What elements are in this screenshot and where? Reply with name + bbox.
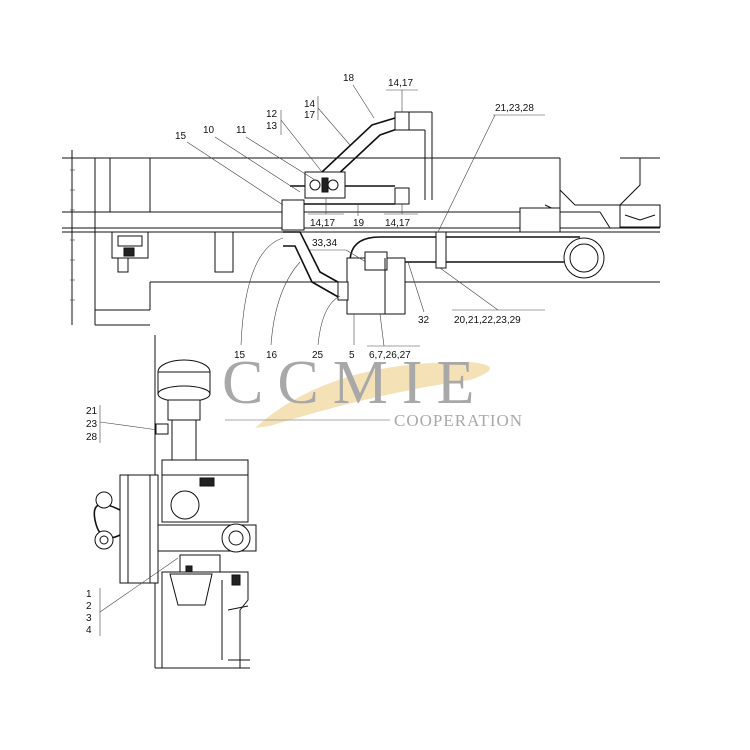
callout-6-7-26-27: 6,7,26,27 bbox=[369, 350, 411, 361]
callout-15-bottom: 15 bbox=[234, 350, 246, 361]
callout-13: 13 bbox=[266, 121, 278, 132]
callout-14-17-mid1: 14,17 bbox=[310, 218, 335, 229]
watermark-swoosh bbox=[255, 361, 490, 428]
callout-25: 25 bbox=[312, 350, 324, 361]
callout-21: 21 bbox=[86, 406, 98, 417]
callout-12: 12 bbox=[266, 109, 278, 120]
intake-piping bbox=[281, 111, 605, 315]
callout-5: 5 bbox=[349, 350, 355, 361]
callout-3: 3 bbox=[86, 613, 92, 624]
callout-20-21-22-23-29: 20,21,22,23,29 bbox=[454, 315, 521, 326]
callout-1: 1 bbox=[86, 589, 92, 600]
callout-17: 17 bbox=[304, 110, 316, 121]
callout-14-17-top: 14,17 bbox=[388, 78, 413, 89]
ccmie-watermark: CCMIE COOPERATION bbox=[222, 349, 523, 430]
callout-32: 32 bbox=[418, 315, 430, 326]
callout-4: 4 bbox=[86, 625, 92, 636]
callout-19: 19 bbox=[353, 218, 365, 229]
callout-23: 23 bbox=[86, 419, 98, 430]
top-callouts: 18 14,17 21,23,28 14 17 12 13 15 10 11 1… bbox=[175, 73, 545, 361]
watermark-sub: COOPERATION bbox=[394, 411, 523, 430]
side-view bbox=[93, 335, 257, 669]
callout-21-23-28-top: 21,23,28 bbox=[495, 103, 534, 114]
callout-10: 10 bbox=[203, 125, 215, 136]
side-callouts: 21 23 28 1 2 3 4 bbox=[86, 405, 179, 636]
callout-28: 28 bbox=[86, 432, 98, 443]
callout-2: 2 bbox=[86, 601, 92, 612]
callout-16: 16 bbox=[266, 350, 278, 361]
watermark-brand: CCMIE bbox=[222, 349, 488, 417]
callout-14: 14 bbox=[304, 99, 316, 110]
callout-18: 18 bbox=[343, 73, 355, 84]
callout-14-17-mid2: 14,17 bbox=[385, 218, 410, 229]
callout-15-top: 15 bbox=[175, 131, 187, 142]
callout-11: 11 bbox=[236, 125, 247, 136]
callout-33-34: 33,34 bbox=[312, 238, 337, 249]
